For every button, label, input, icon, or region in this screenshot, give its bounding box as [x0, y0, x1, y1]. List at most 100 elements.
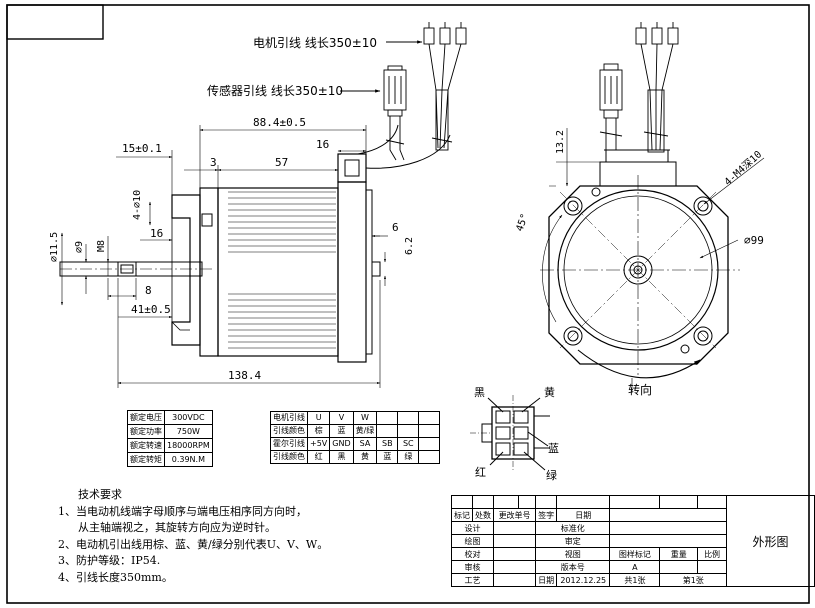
- table-cell: [376, 424, 399, 438]
- table-cell: 绿: [397, 450, 420, 464]
- table-cell: [418, 424, 441, 438]
- table-cell: [397, 411, 420, 425]
- side-view: [59, 124, 451, 363]
- table-cell: [418, 450, 441, 464]
- table-row: 外形图: [451, 495, 815, 587]
- dim-4phi10: 4-⌀10: [132, 190, 143, 220]
- dim-6-2: 6.2: [404, 237, 415, 255]
- pin-red: 红: [475, 466, 486, 479]
- dim-phi99: ⌀99: [744, 234, 764, 247]
- table-cell: 黄/绿: [352, 424, 378, 438]
- note-line: 从主轴端视之，其旋转方向应为逆时针。: [78, 521, 276, 534]
- dim-4m4: 4-M4深10: [722, 148, 764, 188]
- tb-cell: 重量: [659, 547, 699, 561]
- technical-notes: 技术要求 1、当电动机线端字母顺序与端电压相序同方向时， 从主轴端视之，其旋转方…: [58, 487, 328, 586]
- dim-41: 41±0.5: [131, 303, 171, 316]
- drawing-name: 外形图: [726, 495, 815, 587]
- tb-cell: 共1张: [609, 573, 661, 587]
- dim-phi11-5: ⌀11.5: [49, 232, 60, 262]
- pin-green: 绿: [546, 468, 557, 482]
- tb-cell: 第1张: [659, 573, 728, 587]
- table-cell: [418, 437, 441, 451]
- dim-138-4: 138.4: [228, 369, 261, 382]
- dim-45: 45°: [514, 212, 531, 233]
- tb-cell: 设计: [451, 521, 494, 535]
- pin-blue: 蓝: [548, 442, 559, 455]
- tb-cell: 校对: [451, 547, 494, 561]
- table-cell: 额定转矩: [127, 452, 165, 467]
- table-cell: 额定功率: [127, 424, 165, 439]
- tb-cell: A: [609, 560, 661, 574]
- dim-phi9: ⌀9: [74, 241, 85, 253]
- table-cell: 750W: [164, 424, 213, 439]
- tb-cell: 标记: [451, 508, 473, 522]
- front-view: [540, 128, 765, 392]
- table-cell: 引线颜色: [270, 450, 308, 464]
- dim-16-left: 16: [150, 227, 163, 240]
- table-cell: 引线颜色: [270, 424, 308, 438]
- table-row: 引线颜色棕蓝黄/绿: [270, 424, 441, 438]
- table-cell: [418, 411, 441, 425]
- note-line: 1、当电动机线端字母顺序与端电压相序同方向时，: [58, 504, 307, 518]
- dim-57: 57: [275, 156, 288, 169]
- tb-cell: 审核: [451, 560, 494, 574]
- pinout-diagram: [470, 395, 550, 471]
- tb-cell: 日期: [556, 508, 611, 522]
- tb-cell: 标准化: [535, 521, 611, 535]
- tb-cell: 图样标记: [609, 547, 661, 561]
- tb-cell: 工艺: [451, 573, 494, 587]
- tb-cell: 签字: [535, 508, 558, 522]
- table-cell: 电机引线: [270, 411, 308, 425]
- table-cell: 18000RPM: [164, 438, 213, 453]
- table-cell: W: [352, 411, 378, 425]
- table-cell: 黄: [352, 450, 378, 464]
- tb-cell: 处数: [472, 508, 494, 522]
- title-block: 外形图 标记处数更改单号签字 日期 设计 标准化 绘图 审定 校对 视图图样标记重量比…: [451, 495, 815, 587]
- front-leads: [599, 22, 679, 153]
- table-cell: 黑: [329, 450, 354, 464]
- table-cell: [376, 411, 399, 425]
- tb-cell: 2012.12.25: [556, 573, 611, 587]
- table-cell: SB: [376, 437, 399, 451]
- table-cell: 300VDC: [164, 410, 213, 425]
- tb-cell: 视图: [535, 547, 611, 561]
- table-cell: U: [306, 411, 331, 425]
- table-row: 绘图 审定: [451, 534, 815, 548]
- sensor-lead-label: 传感器引线 线长350±10: [207, 83, 343, 98]
- tb-cell: 版本号: [535, 560, 611, 574]
- table-cell: [397, 424, 420, 438]
- dim-88-4: 88.4±0.5: [253, 116, 306, 129]
- dim-13-2: 13.2: [555, 130, 566, 154]
- tb-cell: 绘图: [451, 534, 494, 548]
- table-cell: 0.39N.M: [164, 452, 213, 467]
- pin-black: 黑: [474, 386, 485, 399]
- dim-m8: M8: [96, 240, 107, 252]
- dim-3: 3: [210, 156, 217, 169]
- tb-cell: 日期: [535, 573, 558, 587]
- dim-6: 6: [392, 221, 399, 234]
- pin-yellow: 黄: [544, 385, 555, 399]
- table-cell: 蓝: [376, 450, 399, 464]
- tb-cell: 审定: [535, 534, 611, 548]
- dim-8: 8: [145, 284, 152, 297]
- note-line: 3、防护等级：IP54.: [58, 554, 161, 567]
- tb-cell: 比例: [697, 547, 728, 561]
- table-cell: 红: [306, 450, 331, 464]
- table-cell: 棕: [306, 424, 331, 438]
- tb-cell: 更改单号: [492, 508, 537, 522]
- table-cell: GND: [329, 437, 354, 451]
- table-cell: 蓝: [329, 424, 354, 438]
- dim-16-top: 16: [316, 138, 329, 151]
- table-row: 校对 视图图样标记重量比例: [451, 547, 815, 561]
- dim-15: 15±0.1: [122, 142, 162, 155]
- table-cell: SC: [397, 437, 420, 451]
